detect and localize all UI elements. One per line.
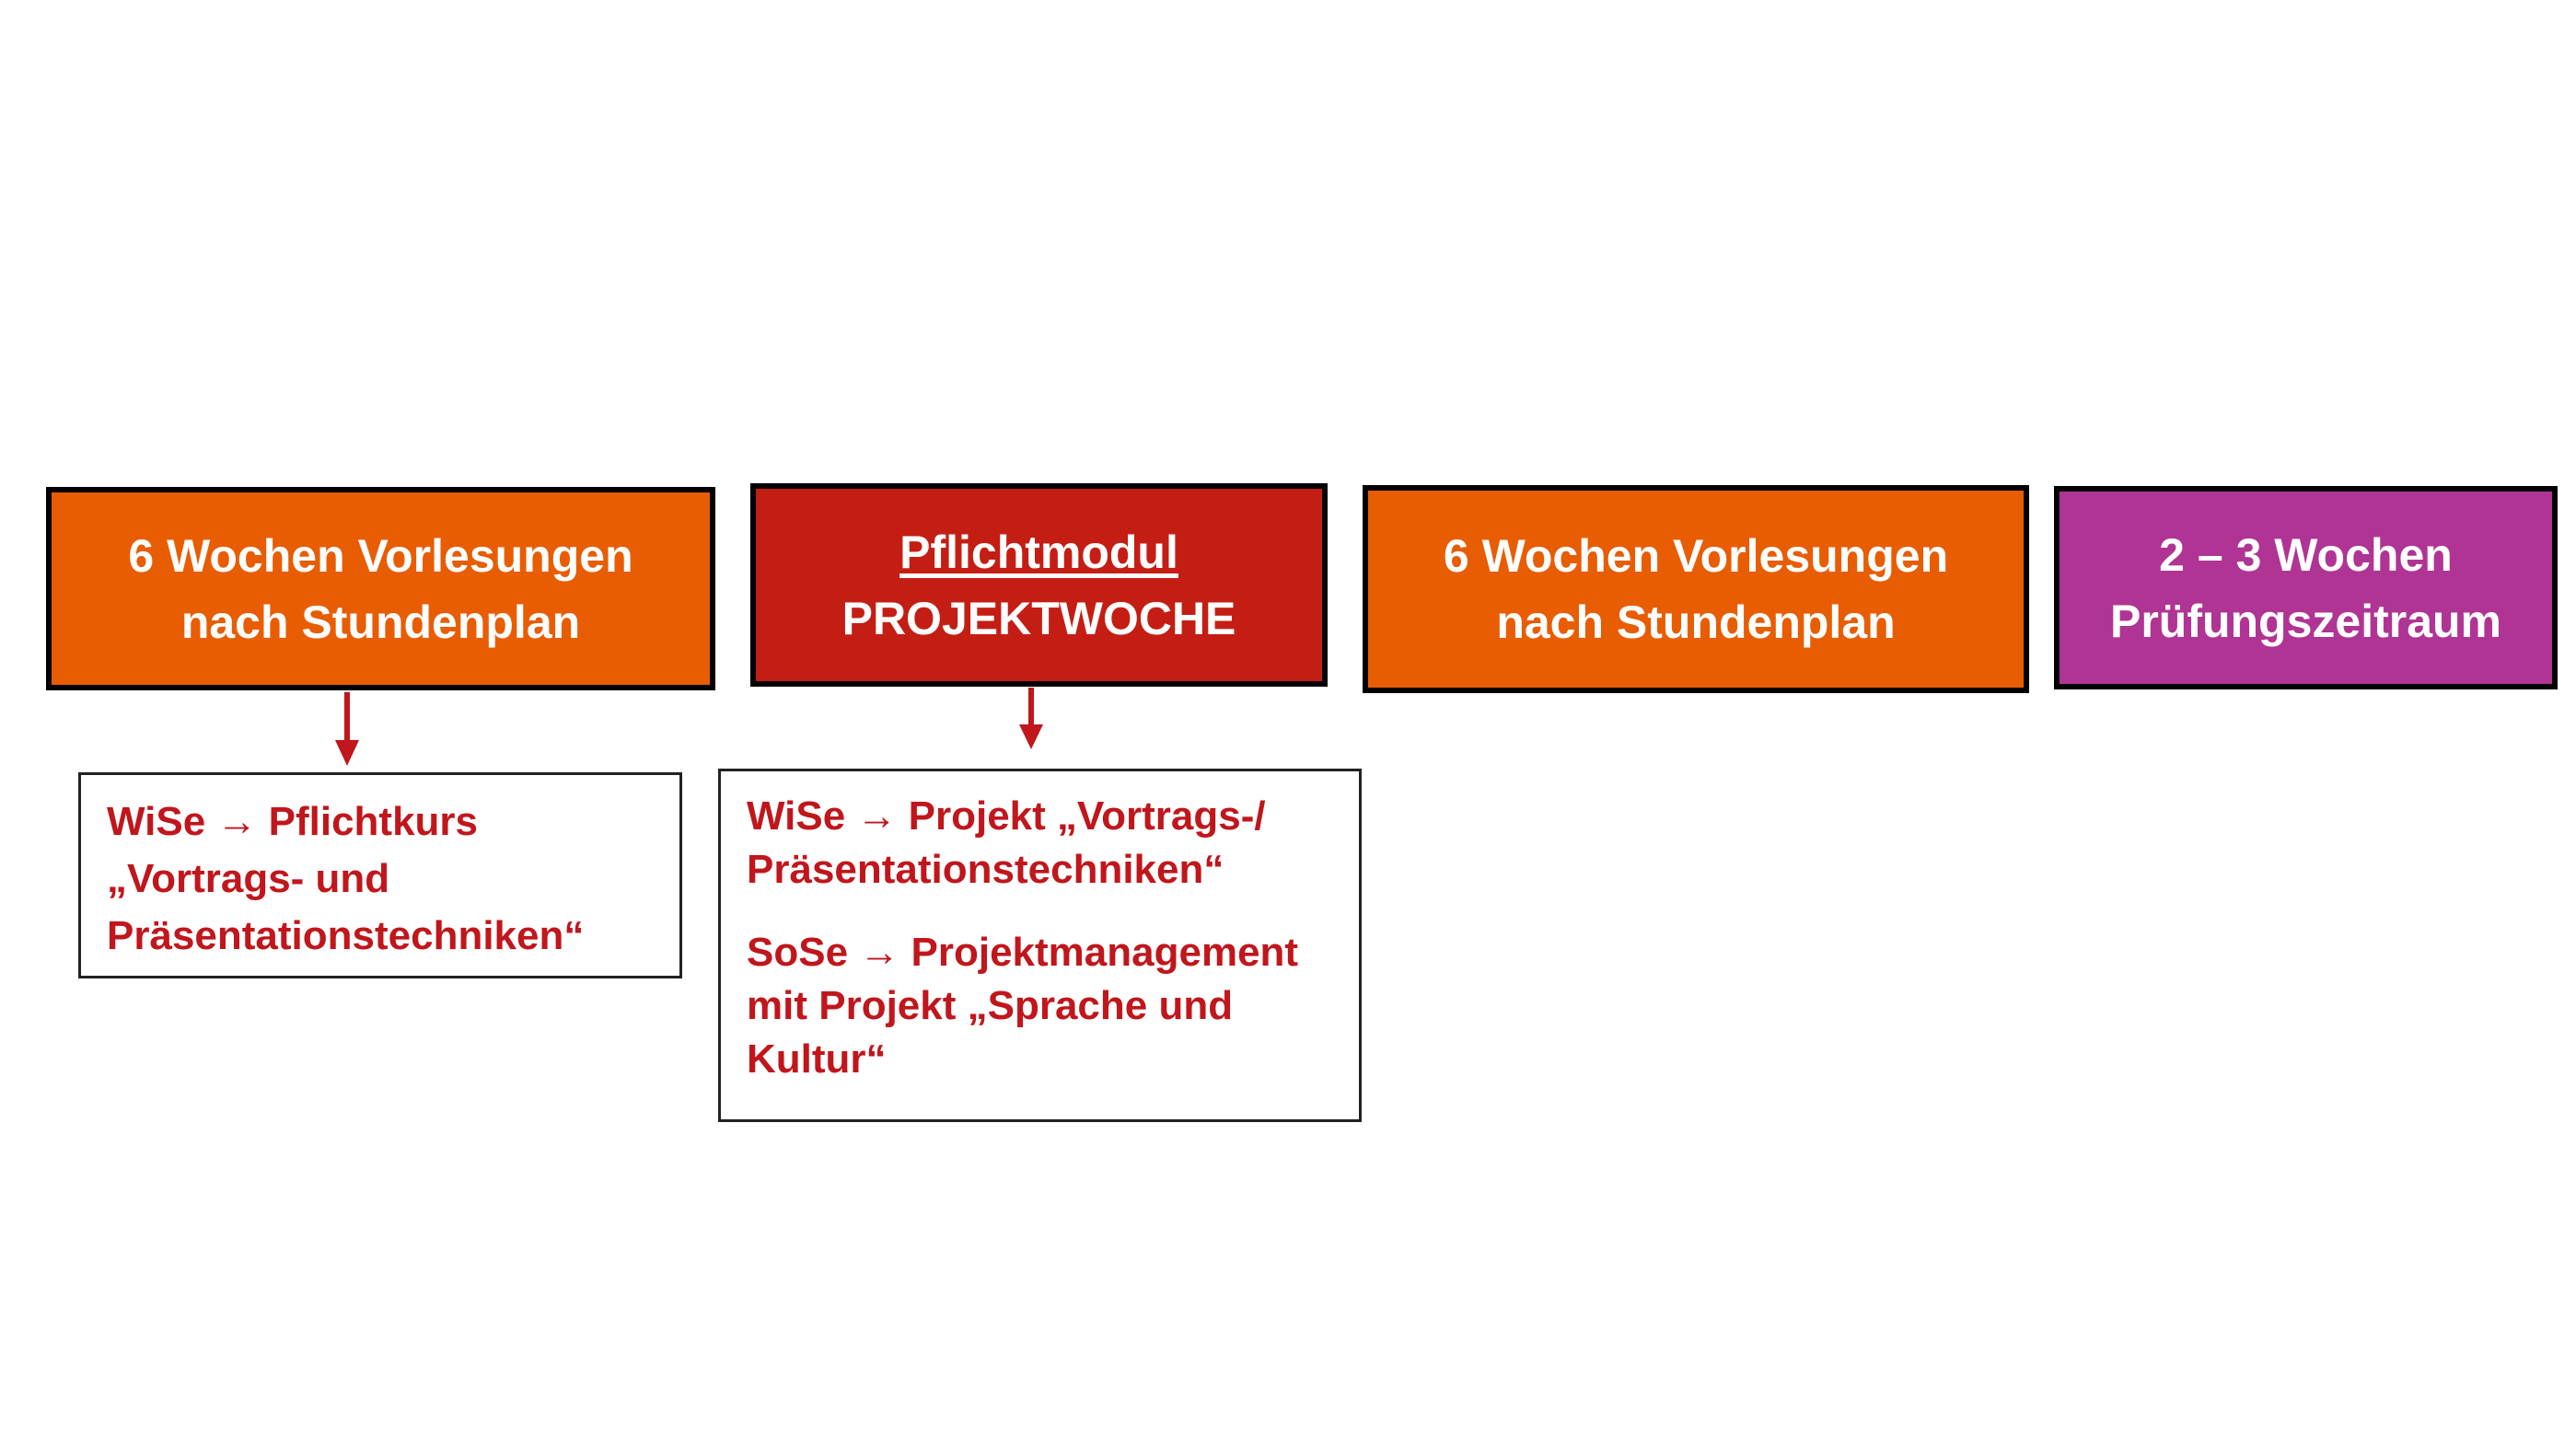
phase-4-line-2: Prüfungszeitraum (2109, 595, 2502, 647)
detail-1-paragraph: WiSe → Pflichtkurs „Vortrags- und Präsen… (107, 793, 654, 965)
phase-1-line-1: 6 Wochen Vorlesungen (128, 529, 633, 582)
detail-2-line-4: mit Projekt „Sprache und (747, 983, 1234, 1028)
detail-1-line-1: WiSe → Pflichtkurs (107, 799, 479, 844)
phase-box-project-week: Pflichtmodul PROJEKTWOCHE (750, 483, 1328, 687)
arrow-down-icon (335, 692, 359, 766)
detail-2-line-5: Kultur“ (747, 1036, 887, 1082)
phase-box-lectures-1: 6 Wochen Vorlesungen nach Stundenplan (46, 487, 715, 690)
phase-3-line-2: nach Stundenplan (1496, 596, 1896, 648)
detail-2-line-1: WiSe → Projekt „Vortrags-/ (747, 793, 1266, 839)
detail-1-line-2: „Vortrags- und (107, 856, 390, 901)
detail-1-line-3: Präsentationstechniken“ (107, 913, 585, 958)
phase-2-line-1: PROJEKTWOCHE (841, 592, 1236, 644)
arrow-down-icon (1019, 688, 1043, 749)
detail-2-paragraph-wise: WiSe → Projekt „Vortrags-/ Präsentations… (747, 790, 1333, 897)
phase-box-lectures-2: 6 Wochen Vorlesungen nach Stundenplan (1363, 485, 2029, 693)
phase-2-heading: Pflichtmodul (899, 526, 1178, 578)
arrow-1-head (335, 740, 359, 766)
phase-1-line-2: nach Stundenplan (180, 596, 581, 648)
detail-2-line-2: Präsentationstechniken“ (747, 847, 1224, 892)
arrow-1-shaft (344, 692, 350, 744)
detail-2-paragraph-sose: SoSe → Projektmanagement mit Projekt „Sp… (747, 926, 1333, 1086)
detail-2-line-3: SoSe → Projektmanagement (747, 930, 1299, 975)
phase-box-exam-period: 2 – 3 Wochen Prüfungszeitraum (2054, 486, 2558, 689)
phase-3-line-1: 6 Wochen Vorlesungen (1443, 530, 1949, 582)
phase-4-line-1: 2 – 3 Wochen (2159, 528, 2453, 581)
arrow-2-head (1019, 724, 1043, 749)
detail-box-project-week: WiSe → Projekt „Vortrags-/ Präsentations… (718, 769, 1362, 1122)
arrow-2-shaft (1028, 688, 1034, 728)
detail-box-lectures: WiSe → Pflichtkurs „Vortrags- und Präsen… (78, 772, 682, 978)
